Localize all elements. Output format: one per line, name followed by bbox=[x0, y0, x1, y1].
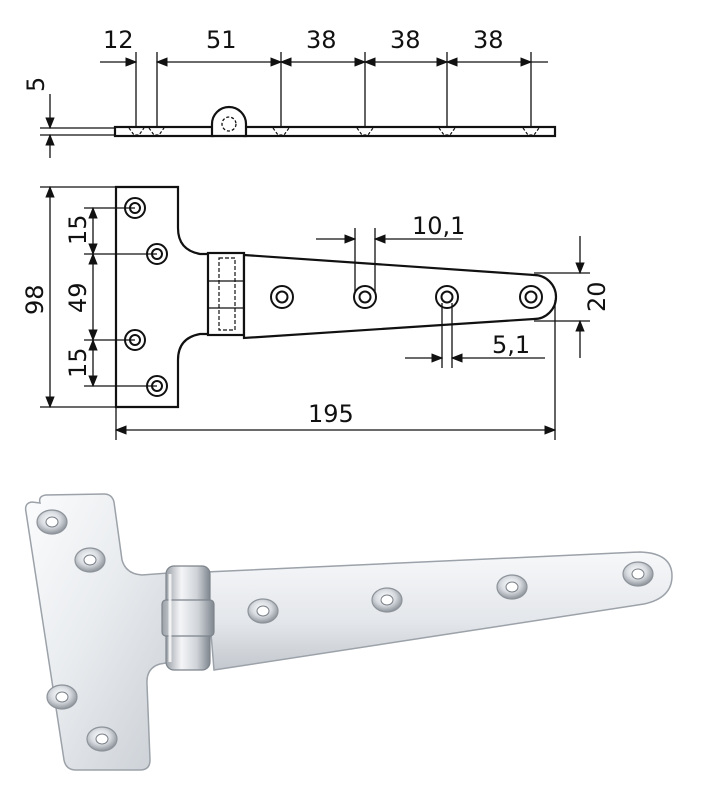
t-plate-outline bbox=[114, 185, 212, 409]
hole-inner bbox=[358, 290, 372, 304]
knuckle-body bbox=[206, 251, 246, 337]
photo-knuckle-segment bbox=[161, 599, 215, 637]
dim-label-20: 20 bbox=[583, 281, 611, 312]
photo-hole-inner bbox=[505, 581, 519, 593]
hinge-photo bbox=[24, 493, 673, 771]
dim-label-12: 12 bbox=[103, 26, 134, 54]
dim-label-38: 38 bbox=[390, 26, 421, 54]
dim-label-15: 15 bbox=[64, 347, 92, 378]
tapered-leaf-outline bbox=[242, 253, 558, 340]
dim-label-38: 38 bbox=[473, 26, 504, 54]
dim-label-51: 51 bbox=[206, 26, 237, 54]
dim-label-38: 38 bbox=[306, 26, 337, 54]
dim-label-5-1: 5,1 bbox=[492, 331, 530, 359]
photo-hole-inner bbox=[380, 594, 394, 606]
photo-hole-inner bbox=[256, 605, 270, 617]
photo-hole-inner bbox=[631, 568, 645, 580]
photo-hole-inner bbox=[95, 733, 109, 745]
side-view: 12 51 38 38 38 5 bbox=[22, 26, 557, 158]
hole-inner bbox=[440, 290, 454, 304]
photo-hole-inner bbox=[83, 554, 97, 566]
photo-tapered-leaf bbox=[205, 551, 673, 671]
dim-label-49: 49 bbox=[64, 282, 92, 313]
hole-inner bbox=[275, 290, 289, 304]
pin-hidden-line bbox=[221, 116, 237, 132]
photo-hole-inner bbox=[45, 516, 59, 528]
dim-label-5: 5 bbox=[22, 77, 50, 92]
knuckle-hidden-lines bbox=[218, 257, 236, 331]
dim-label-10-1: 10,1 bbox=[412, 212, 465, 240]
side-knuckle bbox=[210, 105, 248, 138]
hole-inner bbox=[524, 290, 538, 304]
photo-hole-inner bbox=[55, 691, 69, 703]
dim-label-98: 98 bbox=[21, 284, 49, 315]
dim-label-195: 195 bbox=[308, 400, 354, 428]
countersink-hidden-lines bbox=[128, 127, 540, 136]
front-view: 98 15 49 15 10,1 5,1 20 bbox=[21, 185, 611, 440]
side-plate-right bbox=[242, 125, 557, 138]
photo-holes bbox=[36, 509, 654, 752]
dim-label-15: 15 bbox=[64, 214, 92, 245]
